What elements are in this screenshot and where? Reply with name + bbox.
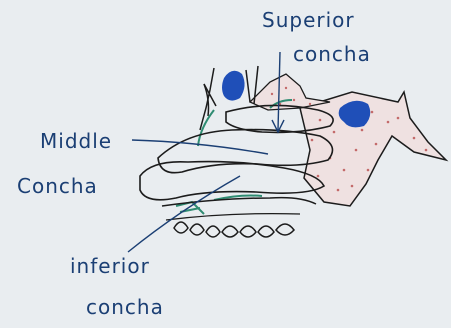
inferior-concha-label-line-2: concha	[86, 297, 164, 317]
superior-concha-label-line-1: Superior	[262, 10, 355, 30]
inferior-concha-label-line-1: inferior	[70, 256, 150, 276]
superior-concha-label-line-2: concha	[293, 44, 371, 64]
middle-concha-label-line-1: Middle	[40, 131, 112, 151]
middle-concha-label-line-2: Concha	[17, 176, 98, 196]
